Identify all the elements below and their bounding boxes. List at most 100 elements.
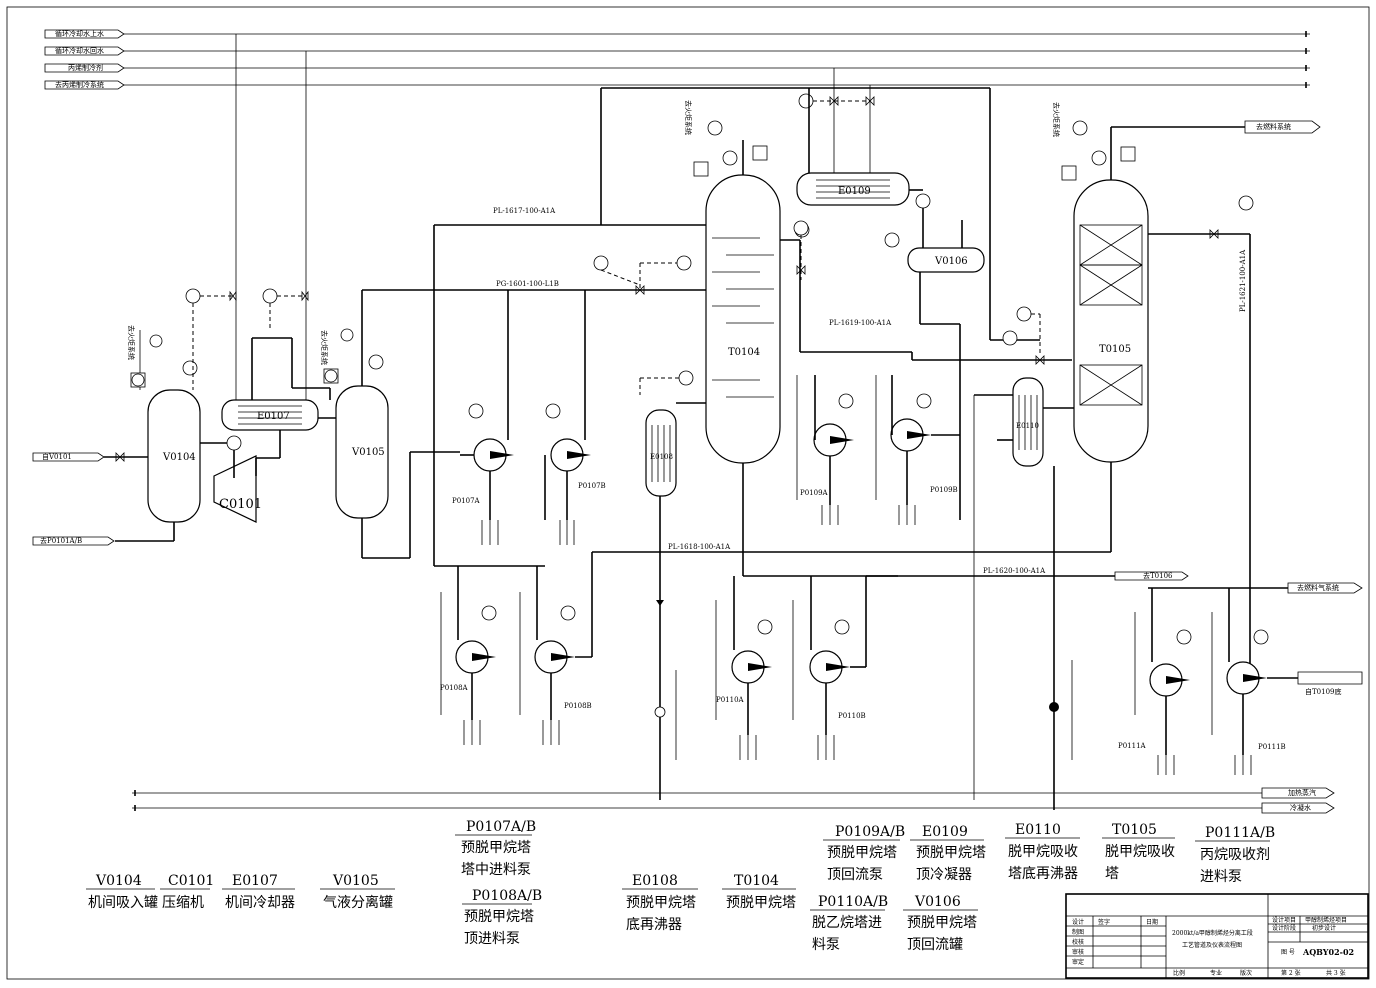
legend-v0104-name: 机间吸入罐 bbox=[88, 895, 158, 911]
v0106-tag: V0106 bbox=[934, 256, 968, 267]
pi-p0107a-icon bbox=[468, 403, 484, 419]
tb-scale-label: 比例 bbox=[1173, 969, 1185, 977]
legend-v0105-tag: V0105 bbox=[332, 873, 379, 889]
p0111a-pump: P0111A bbox=[1118, 663, 1190, 750]
t0104-pressure-indicator-icon bbox=[693, 161, 709, 177]
legend-p0111: P0111A/B 丙烷吸收剂 进料泵 bbox=[1195, 825, 1275, 885]
utility-line-3: 丙烯制冷剂 bbox=[44, 63, 1310, 73]
legend-p0110: P0110A/B 脱乙烷塔进 料泵 bbox=[810, 894, 888, 953]
utility-line-4: 去丙烯制冷系统 bbox=[44, 80, 1310, 90]
tic-e0107-right-icon bbox=[262, 288, 278, 304]
legend-e0110-name2: 塔底再沸器 bbox=[1008, 866, 1078, 882]
pi-p0110a-icon bbox=[757, 619, 773, 635]
pl1617-label: PL-1617-100-A1A bbox=[493, 207, 556, 215]
tb-stage-label: 设计阶段 bbox=[1272, 924, 1296, 932]
legend-e0107-label: 机间冷却器 bbox=[225, 895, 295, 911]
utility-headers: 循环冷却水上水 循环冷却水回水 丙烯制冷剂 去丙烯制冷系统 bbox=[44, 29, 1310, 90]
lic-v0106-icon bbox=[884, 232, 900, 248]
legend-e0110: E0110 脱甲烷吸收 塔底再沸器 bbox=[1005, 822, 1080, 882]
ti-e0109-icon bbox=[915, 193, 931, 209]
legend-e0110-name: 脱甲烷吸收 bbox=[1008, 844, 1078, 860]
tic-c0101-icon bbox=[226, 435, 242, 451]
pg1601-label: PG-1601-100-L1B bbox=[496, 280, 559, 288]
utility-line-2: 循环冷却水回水 bbox=[44, 46, 1310, 56]
tic-e0107-left-icon bbox=[185, 288, 201, 304]
v0104-safety-valve-icon bbox=[149, 334, 163, 348]
from-t0109-label: 自T0109底 bbox=[1305, 687, 1341, 696]
t0104-torch-label: 去火炬系统 bbox=[684, 100, 693, 135]
to-fuel-arrow bbox=[1244, 120, 1321, 134]
e0108-tag: E0108 bbox=[650, 453, 673, 461]
tb-header-date: 日期 bbox=[1146, 918, 1158, 926]
legend-v0104: V0104 机间吸入罐 bbox=[86, 873, 158, 911]
p0108b-tag: P0108B bbox=[564, 702, 592, 710]
t0104-pressure-recorder-icon bbox=[752, 145, 768, 161]
t0105-pic-icon bbox=[1091, 150, 1107, 166]
legend-t0105-name: 脱甲烷吸收 bbox=[1105, 844, 1175, 860]
legend-c0101-tag: C0101 bbox=[168, 873, 214, 889]
e0107-tag: E0107 bbox=[257, 411, 290, 422]
tb-header-sign: 签字 bbox=[1098, 918, 1110, 926]
tb-row-approve: 审定 bbox=[1072, 958, 1084, 966]
tb-drawing-no-label: 图 号 bbox=[1281, 949, 1295, 956]
legend-p0107-name: 预脱甲烷塔 bbox=[461, 840, 531, 856]
pi-p0108a-icon bbox=[481, 605, 497, 621]
p0111b-tag: P0111B bbox=[1258, 743, 1286, 751]
p0108a-pump: P0108A bbox=[440, 640, 496, 692]
tb-row-review: 审核 bbox=[1072, 948, 1084, 956]
legend-e0109-name: 预脱甲烷塔 bbox=[916, 845, 986, 861]
from-t0109-arrow bbox=[1297, 671, 1363, 685]
p0107a-tag: P0107A bbox=[452, 497, 481, 505]
pi-p0107b-icon bbox=[545, 403, 561, 419]
condensate-header-arrow bbox=[1261, 802, 1335, 814]
pi-p0108b-icon bbox=[560, 605, 576, 621]
p0110b-pump: P0110B bbox=[809, 650, 866, 720]
legend-p0111-name: 丙烷吸收剂 bbox=[1200, 847, 1270, 863]
t0105-pressure-indicator-icon bbox=[1061, 165, 1077, 181]
pl1620-label: PL-1620-100-A1A bbox=[983, 567, 1046, 575]
tic-e0110-top-icon bbox=[1016, 306, 1032, 322]
legend-v0106-tag: V0106 bbox=[914, 894, 961, 910]
t0105-tag: T0105 bbox=[1099, 344, 1131, 355]
tb-drawing-title-2: 工艺管道及仪表流程图 bbox=[1182, 941, 1242, 949]
v0105-safety-valve-icon bbox=[340, 328, 354, 342]
t0105-torch-label: 去火炬系统 bbox=[1052, 102, 1061, 137]
legend-p0107-name2: 塔中进料泵 bbox=[461, 862, 531, 878]
tb-project-label: 设计项目 bbox=[1272, 916, 1296, 924]
pic-t0104-feed-icon bbox=[676, 255, 692, 271]
legend-t0104-name: 预脱甲烷塔 bbox=[726, 895, 796, 911]
v0105-torch-label: 去火炬系统 bbox=[320, 330, 329, 365]
legend-v0105: V0105 气液分离罐 bbox=[320, 873, 395, 911]
legend-t0105-tag: T0105 bbox=[1112, 822, 1157, 838]
pi-p0111a-icon bbox=[1176, 629, 1192, 645]
legend-p0108-tag: P0108A/B bbox=[472, 888, 542, 904]
p0108a-tag: P0108A bbox=[440, 684, 469, 692]
p0107b-pump: P0107B bbox=[550, 438, 606, 490]
legend-p0111-tag: P0111A/B bbox=[1205, 825, 1275, 841]
pi-p0111b-icon bbox=[1253, 629, 1269, 645]
utility-label-2: 循环冷却水回水 bbox=[55, 46, 104, 55]
t0105-column: T0105 bbox=[1073, 179, 1149, 463]
v0104-vessel: V0104 自V0101 去P0101A/B 去火炬系统 bbox=[32, 325, 201, 546]
legend-v0106-name: 预脱甲烷塔 bbox=[907, 915, 977, 931]
utility-label-1: 循环冷却水上水 bbox=[55, 29, 104, 38]
legend-e0108-name: 预脱甲烷塔 bbox=[626, 895, 696, 911]
v0104-tag: V0104 bbox=[162, 452, 196, 463]
legend-c0101: C0101 机间冷却器 压缩机 bbox=[160, 873, 214, 911]
p0109b-pump: P0109B bbox=[890, 418, 958, 494]
pl1618-label: PL-1618-100-A1A bbox=[668, 543, 731, 551]
e0107-exchanger: E0107 bbox=[221, 399, 319, 431]
legend-e0110-tag: E0110 bbox=[1015, 822, 1061, 838]
tic-e0110-icon bbox=[1002, 330, 1018, 346]
legend-p0110-name: 脱乙烷塔进 bbox=[812, 915, 882, 931]
v0104-torch-label: 去火炬系统 bbox=[127, 325, 136, 360]
title-block: 设计 制图 校核 审核 审定 签字 日期 2000kt/a甲醇制烯烃分离工段 工… bbox=[1065, 893, 1369, 979]
legend-e0109: E0109 预脱甲烷塔 顶冷凝器 bbox=[910, 824, 986, 883]
tb-misc-label: 版次 bbox=[1240, 969, 1252, 977]
legend-p0107-tag: P0107A/B bbox=[466, 819, 536, 835]
legend-e0109-tag: E0109 bbox=[922, 824, 968, 840]
legend-t0105-name2: 塔 bbox=[1105, 866, 1119, 882]
legend-c0101-label: 压缩机 bbox=[162, 895, 204, 911]
t0105-safety-valve-icon bbox=[1072, 120, 1088, 136]
